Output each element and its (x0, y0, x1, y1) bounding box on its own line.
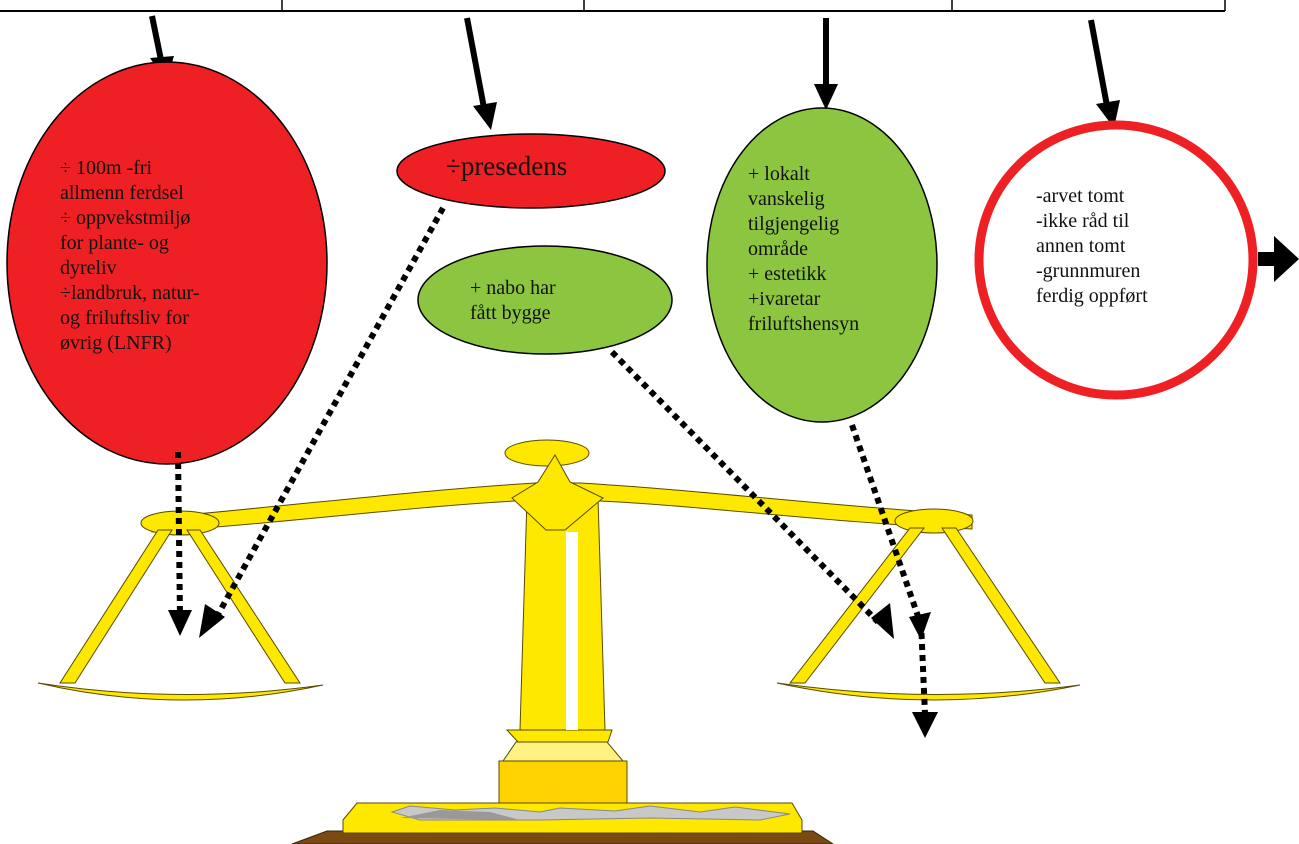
bubble-white-circle-text: -arvet tomt -ikke råd til annen tomt -gr… (1036, 185, 1148, 307)
bubble-nabo-text: + nabo har fått bygge (470, 277, 556, 324)
bubble-white-circle (974, 120, 1258, 400)
bubble-presedens-text: ÷presedens (446, 151, 568, 181)
bubble-left-red-text: ÷ 100m -fri allmenn ferdsel ÷ oppvekstmi… (60, 157, 200, 354)
bubble-nabo (417, 245, 673, 355)
bubbles (6, 61, 1258, 465)
bubble-left-red (6, 61, 328, 465)
bubble-green-right-text: + lokalt vanskelig tilgjengelig område +… (748, 163, 860, 335)
bubble-presedens (396, 133, 666, 209)
dotted-arrowheads (168, 603, 938, 738)
header-table (0, 0, 1226, 12)
bubble-green-right (706, 107, 938, 423)
scale-balance-icon (37, 439, 1081, 844)
